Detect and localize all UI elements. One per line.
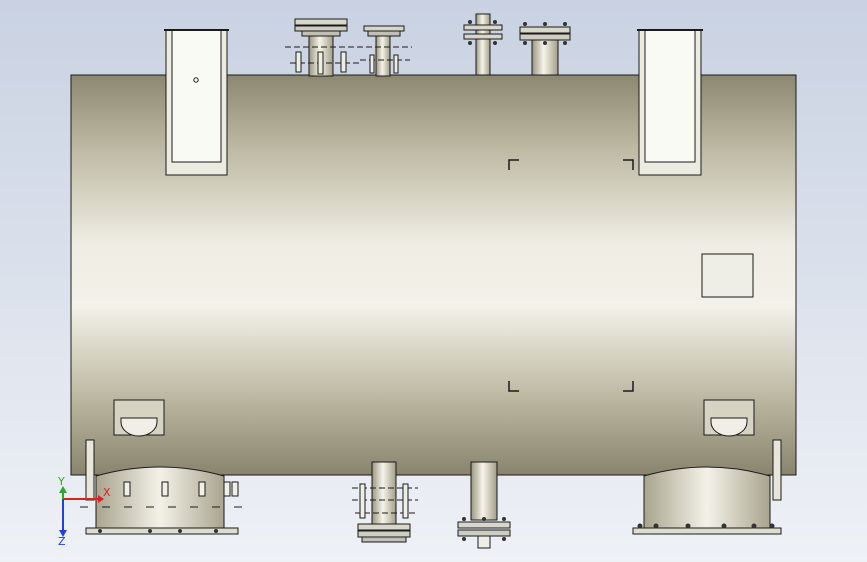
z-axis-label: Z [58,535,66,548]
bottom-nozzle-2[interactable] [457,461,511,549]
top-nozzle-2[interactable] [357,25,412,77]
y-axis-arrow-icon [59,486,67,493]
nameplate[interactable] [701,253,754,298]
axis-triad: X Y Z [57,475,111,548]
right-lifting-ear[interactable] [703,399,755,437]
top-right-lug[interactable] [637,29,703,176]
top-nozzle-1[interactable] [285,18,365,77]
x-axis-label: X [103,486,111,499]
right-side-post [772,439,782,501]
x-axis-arrow-icon [98,495,104,503]
right-saddle-support[interactable] [632,466,782,535]
top-nozzle-4[interactable] [519,22,571,76]
top-nozzle-3[interactable] [463,13,503,76]
left-lifting-ear[interactable] [113,399,165,437]
z-axis-arrow-icon [59,530,67,537]
left-side-post [85,439,95,501]
selection-corner-marks [508,159,634,392]
y-axis-label: Y [57,475,65,488]
bottom-nozzle-1[interactable] [352,461,418,543]
left-saddle-support[interactable] [80,466,245,535]
top-left-lug[interactable] [164,29,229,176]
